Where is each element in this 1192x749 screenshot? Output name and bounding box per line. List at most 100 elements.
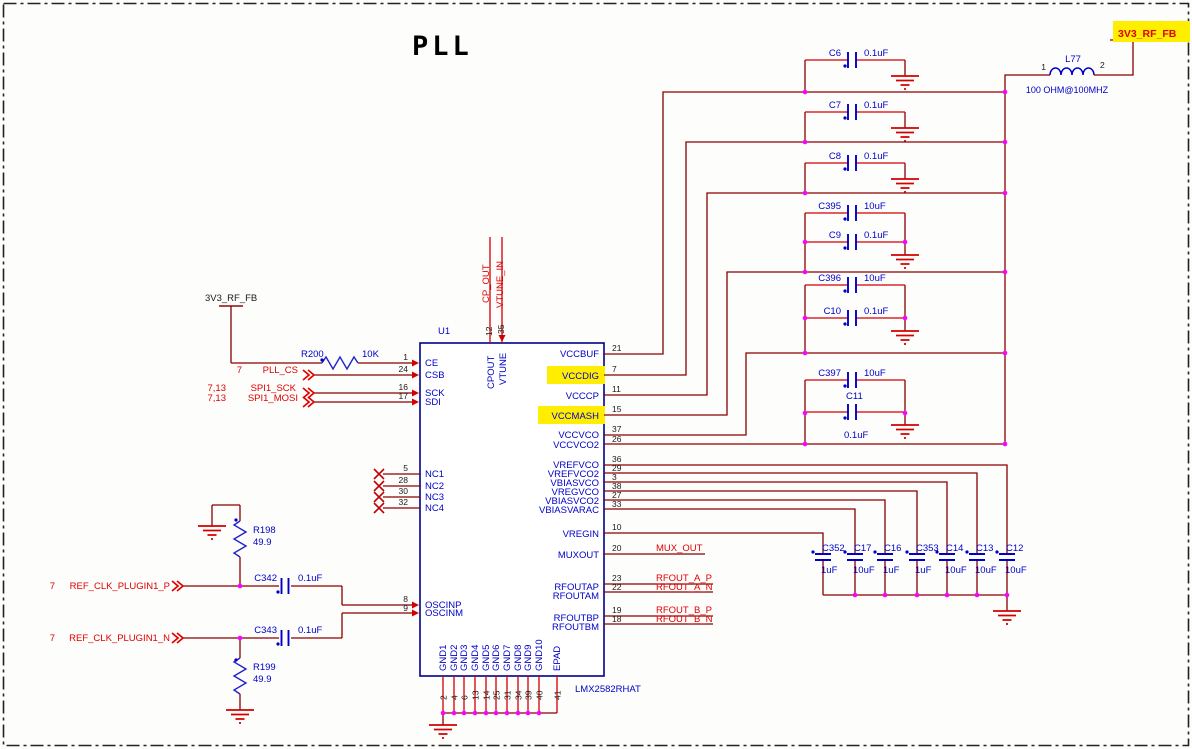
pin-arrows — [412, 335, 506, 617]
spi-mosi-label: SPI1_MOSI — [248, 393, 298, 404]
resistor-r199 — [232, 657, 248, 695]
pin-gnd3: GND3 — [459, 645, 470, 671]
pin12-num: 12 — [484, 326, 494, 336]
l77-refdes: L77 — [1065, 54, 1081, 65]
pin-vrefvco: VREFVCO — [553, 460, 599, 471]
pin-vbiasvarac: VBIASVARAC — [539, 505, 599, 516]
pin-vcccp: VCCCP — [566, 391, 599, 402]
power-net-left: 3V3_RF_FB — [205, 293, 257, 304]
r198-value: 49.9 — [253, 537, 272, 548]
input-caps — [276, 578, 290, 646]
c353-refdes: C353 — [916, 543, 939, 554]
r199-refdes: R199 — [253, 662, 276, 673]
pll-cs-label: PLL_CS — [263, 365, 298, 376]
page-title: PLL — [412, 31, 473, 62]
pin-num-gnd2: 4 — [450, 695, 460, 700]
inductor-l77 — [1049, 67, 1095, 76]
ic-refdes: U1 — [438, 326, 450, 337]
highlight-3v3 — [1113, 21, 1190, 42]
rfout-a-p-label: RFOUT_A_P — [656, 573, 712, 584]
pin-vccvco: VCCVCO — [558, 430, 599, 441]
pin-gnd1: GND1 — [438, 645, 449, 671]
pin-num-vrefvco: 36 — [612, 454, 622, 464]
c12-refdes: C12 — [1006, 543, 1023, 554]
c397-value: 10uF — [864, 368, 886, 379]
c16-value: 1uF — [883, 565, 900, 576]
pin-epad: EPAD — [552, 646, 563, 671]
pin-num-vregvco: 38 — [612, 481, 622, 491]
c9-refdes: C9 — [829, 230, 841, 241]
decoupling-caps — [805, 52, 905, 420]
pin-nc3: NC3 — [425, 492, 444, 503]
c7-refdes: C7 — [829, 100, 841, 111]
pin-nc1: NC1 — [425, 469, 444, 480]
pin-vccbuf: VCCBUF — [560, 349, 599, 360]
ic-part-number: LMX2582RHAT — [575, 684, 641, 695]
c13-value: 10uF — [975, 565, 997, 576]
pin-gnd8: GND8 — [513, 645, 524, 671]
c17-value: 10uF — [853, 565, 875, 576]
pin-num-gnd1: 2 — [439, 695, 449, 700]
pin-rfoutam: RFOUTAM — [553, 591, 599, 602]
pin-rfoutbm: RFOUTBM — [552, 622, 599, 633]
ic-outline — [419, 342, 605, 677]
pin-num-gnd5: 14 — [482, 690, 492, 700]
refclk-p-sheet: 7 — [50, 581, 55, 592]
power-net-top-right: 3V3_RF_FB — [1113, 21, 1190, 42]
c396-value: 10uF — [864, 273, 886, 284]
c352-value: 1uF — [821, 565, 838, 576]
c395-value: 10uF — [864, 201, 886, 212]
pin-num-vccmash: 15 — [612, 404, 622, 414]
pin-gnd5: GND5 — [481, 645, 492, 671]
pin-num-gnd7: 31 — [503, 690, 513, 700]
pin-gnd6: GND6 — [491, 645, 502, 671]
pin-num-gnd3: 6 — [460, 695, 470, 700]
r200-refdes: R200 — [301, 349, 324, 360]
r198-refdes: R198 — [253, 525, 276, 536]
pin-num-vccbuf: 21 — [612, 343, 622, 353]
pin-cpout: CPOUT — [486, 356, 497, 389]
l77-pin1: 1 — [1041, 62, 1046, 72]
rfout-b-p-label: RFOUT_B_P — [656, 605, 712, 616]
pin-num-sdi: 17 — [399, 391, 409, 401]
pin-vtune: VTUNE — [498, 353, 509, 385]
pin-nc2: NC2 — [425, 481, 444, 492]
pin-num-oscinp: 8 — [403, 594, 408, 604]
cap-bank — [811, 550, 1015, 561]
refclk-n-sheet: 7 — [50, 633, 55, 644]
pin-vregin: VREGIN — [563, 529, 600, 540]
pin-num-gnd10: 40 — [535, 690, 545, 700]
c395-refdes: C395 — [818, 201, 841, 212]
pin-vbiasvco2: VBIASVCO2 — [545, 496, 599, 507]
spi-sck-label: SPI1_SCK — [251, 383, 297, 394]
spi-mosi-sheet: 7,13 — [208, 393, 227, 404]
pin-gnd2: GND2 — [449, 645, 460, 671]
pin-nc4: NC4 — [425, 503, 444, 514]
pin-vccvco2: VCCVCO2 — [553, 440, 599, 451]
l77-value: 100 OHM@100MHZ — [1026, 85, 1109, 95]
pin-vccdig: VCCDIG — [562, 371, 599, 382]
pin-gnd10: GND10 — [534, 639, 545, 671]
refclk-p-label: REF_CLK_PLUGIN1_P — [70, 581, 170, 592]
c10-value: 0.1uF — [864, 306, 888, 317]
c14-refdes: C14 — [946, 543, 963, 554]
pin-sck: SCK — [425, 388, 445, 399]
pin-ce: CE — [425, 358, 438, 369]
pin-num-vbiasvco2: 27 — [612, 490, 622, 500]
c13-refdes: C13 — [976, 543, 993, 554]
c12-value: 10uF — [1005, 565, 1027, 576]
mux-out-label: MUX_OUT — [656, 543, 703, 554]
pin-num-nc1: 5 — [403, 463, 408, 473]
pin-gnd7: GND7 — [502, 645, 513, 671]
c352-refdes: C352 — [822, 543, 845, 554]
pin-num-nc2: 28 — [399, 475, 409, 485]
pin-num-ce: 1 — [403, 352, 408, 362]
resistor-r200 — [320, 355, 359, 371]
c396-refdes: C396 — [818, 273, 841, 284]
r199-value: 49.9 — [253, 674, 272, 685]
pin-muxout: MUXOUT — [558, 550, 599, 561]
c6-refdes: C6 — [829, 48, 841, 59]
resistor-r198 — [232, 518, 248, 558]
